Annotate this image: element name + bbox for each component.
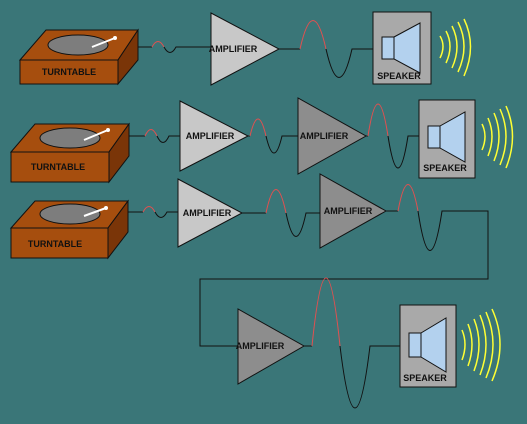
speaker-label: SPEAKER <box>377 71 421 81</box>
signal-wire <box>199 210 489 347</box>
amplifier-2b: AMPLIFIER <box>297 97 368 175</box>
platter-icon <box>39 127 101 149</box>
speaker-cone-icon <box>393 22 421 74</box>
speaker-3: SPEAKER <box>399 304 457 388</box>
amplifier-label: AMPLIFIER <box>183 208 232 218</box>
amplifier-2a: AMPLIFIER <box>179 100 250 172</box>
signal-wave-amplified <box>397 184 419 212</box>
amplifier-label: AMPLIFIER <box>300 131 349 141</box>
platter-icon <box>47 34 109 56</box>
speaker-magnet-icon <box>381 36 395 60</box>
amplifier-label: AMPLIFIER <box>324 206 373 216</box>
amplifier-3b: AMPLIFIER <box>319 173 388 249</box>
speaker-magnet-icon <box>408 332 422 358</box>
turntable-2: TURNTABLE <box>9 122 130 184</box>
signal-wave-small <box>144 129 158 137</box>
amplifier-label: AMPLIFIER <box>209 44 258 54</box>
speaker-cone-icon <box>439 111 466 163</box>
amplifier-3c: AMPLIFIER <box>236 308 306 385</box>
platter-icon <box>39 203 101 225</box>
turntable-label: TURNTABLE <box>31 162 85 172</box>
signal-wave-amplified <box>367 103 389 137</box>
turntable-1: TURNTABLE <box>18 28 139 86</box>
speaker-label: SPEAKER <box>403 373 447 383</box>
signal-wave-medium <box>249 118 267 137</box>
amplifier-1: AMPLIFIER <box>209 12 281 86</box>
sound-waves-icon <box>481 105 514 169</box>
speaker-magnet-icon <box>427 125 441 149</box>
row-1: TURNTABLE AMPLIFIER SPEAKER <box>18 11 472 86</box>
turntable-3: TURNTABLE <box>9 199 129 260</box>
speaker-label: SPEAKER <box>423 163 467 173</box>
amplifier-label: AMPLIFIER <box>186 131 235 141</box>
signal-wave-small <box>142 206 156 213</box>
tonearm-icon <box>83 129 109 141</box>
signal-wave-large <box>311 277 341 347</box>
turntable-label: TURNTABLE <box>28 239 82 249</box>
amplifier-label: AMPLIFIER <box>236 341 285 351</box>
signal-wave-small <box>151 41 165 48</box>
row-3: TURNTABLE AMPLIFIER AMPLIFIER AMPLIFIER <box>9 173 501 409</box>
sound-waves-icon <box>461 308 501 382</box>
speaker-cone-icon <box>420 317 447 373</box>
sound-waves-icon <box>439 18 472 77</box>
speaker-1: SPEAKER <box>372 11 432 85</box>
signal-wave-medium <box>265 189 287 214</box>
tonearm-icon <box>83 207 107 217</box>
speaker-2: SPEAKER <box>418 99 476 179</box>
row-2: TURNTABLE AMPLIFIER AMPLIFIER SPEAKER <box>9 97 514 184</box>
amplifier-3a: AMPLIFIER <box>177 178 244 248</box>
tonearm-icon <box>91 37 116 48</box>
signal-wave-amplified <box>299 20 327 50</box>
turntable-label: TURNTABLE <box>42 67 96 77</box>
